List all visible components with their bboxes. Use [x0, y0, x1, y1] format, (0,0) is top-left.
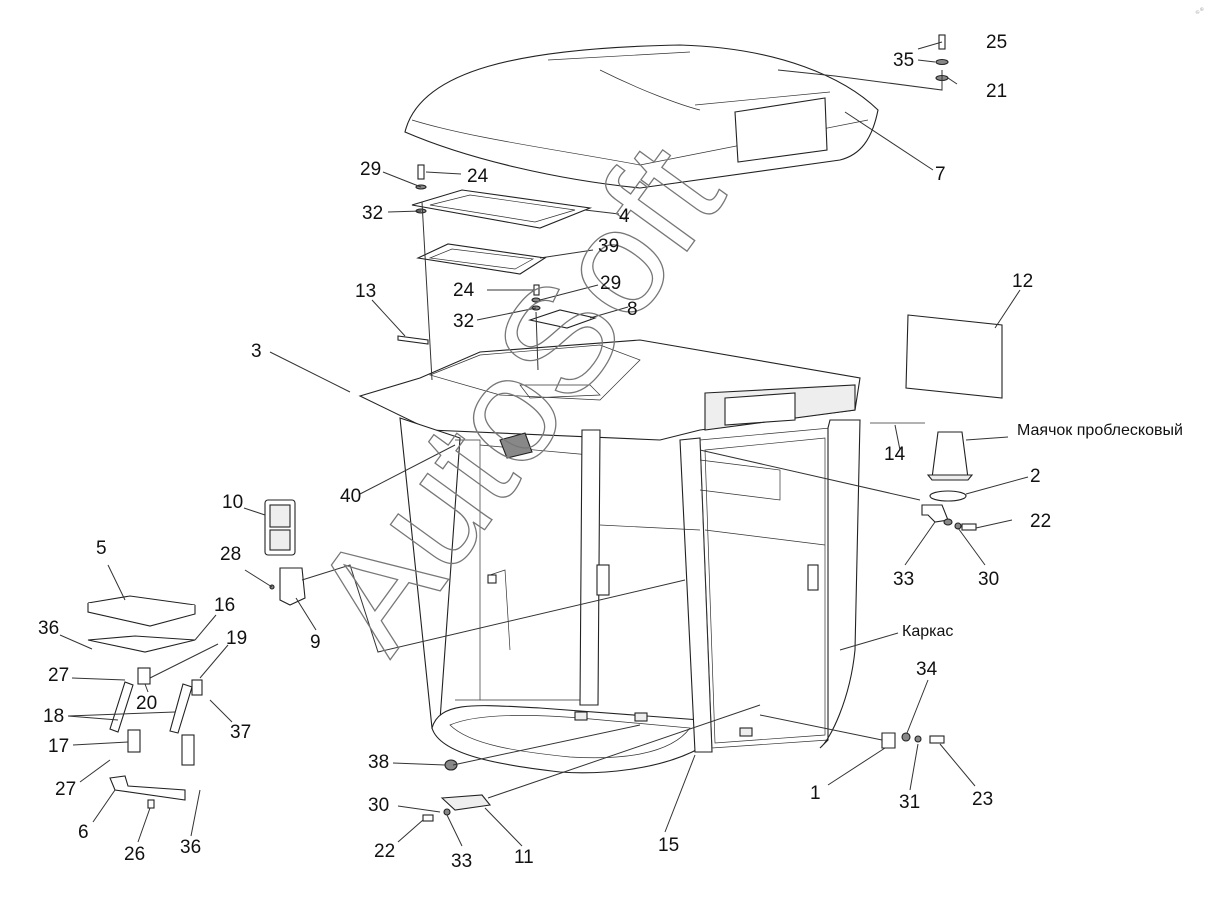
- part-label-13: 13: [355, 281, 376, 302]
- part-label-9: 9: [310, 632, 321, 653]
- part-label-31: 31: [899, 792, 920, 813]
- base-plate-part-6: [109, 775, 186, 801]
- part-label-18: 18: [43, 706, 64, 727]
- part-label-10: 10: [222, 492, 243, 513]
- leader-lines: [59, 41, 1029, 847]
- part-label-36-left: 36: [38, 618, 59, 639]
- part-label-34: 34: [916, 659, 938, 680]
- screw-part-26: [147, 799, 155, 809]
- part-label-11: 11: [514, 847, 534, 868]
- part-label-6: 6: [78, 822, 89, 843]
- part-label-4: 4: [619, 206, 630, 227]
- bracket-part-17: [127, 729, 141, 753]
- part-label-8: 8: [627, 299, 638, 320]
- cover-part-11: [440, 794, 492, 811]
- part-label-17: 17: [48, 736, 69, 757]
- part-label-14: 14: [884, 444, 906, 465]
- plate-part-8: [527, 309, 597, 329]
- part-label-35: 35: [893, 50, 914, 71]
- part-label-7: 7: [935, 164, 946, 185]
- roof-part-7: [404, 44, 879, 189]
- part-label-29-mid: 29: [600, 273, 621, 294]
- part-label-27-top: 27: [48, 665, 69, 686]
- fasteners-right: [901, 732, 945, 744]
- part-label-27-bottom: 27: [55, 779, 76, 800]
- bolt-part-24-mid: [531, 284, 541, 311]
- part-label-37: 37: [230, 722, 251, 743]
- part-label-25: 25: [986, 32, 1007, 53]
- hatch-seal-part-39: [416, 243, 547, 275]
- part-label-39: 39: [598, 236, 619, 257]
- part-label-22-bottom: 22: [374, 841, 395, 862]
- bracket-part-17b: [181, 734, 195, 766]
- rod-part-13: [397, 335, 429, 345]
- part-label-28: 28: [220, 544, 241, 565]
- part-label-3: 3: [251, 341, 262, 362]
- window-panel-part-12: [905, 314, 1003, 399]
- part-label-29-top: 29: [360, 159, 381, 180]
- plate-part-16: [87, 635, 196, 653]
- part-label-16: 16: [214, 595, 235, 616]
- bracket-part-33-right: [921, 504, 977, 531]
- frame-label: Каркас: [902, 623, 953, 640]
- part-label-19: 19: [226, 628, 247, 649]
- part-label-30-bottom: 30: [368, 795, 389, 816]
- part-label-33-right: 33: [893, 569, 914, 590]
- part-label-22-right: 22: [1030, 511, 1051, 532]
- fan-part-10: [264, 499, 296, 556]
- part-label-32-top: 32: [362, 203, 383, 224]
- fasteners-bottom: [422, 808, 451, 822]
- part-label-33-bottom: 33: [451, 851, 472, 872]
- part-label-12: 12: [1012, 271, 1033, 292]
- part-label-30-right: 30: [978, 569, 999, 590]
- part-label-24-top: 24: [467, 166, 489, 187]
- beacon: [926, 431, 974, 481]
- arm-part-18-left: [109, 681, 134, 733]
- part-label-5: 5: [96, 538, 107, 559]
- bracket-part-20: [137, 667, 151, 685]
- beacon-bracket-part-2: [929, 490, 967, 502]
- part-label-1: 1: [810, 783, 821, 804]
- part-label-32-mid: 32: [453, 311, 474, 332]
- part-label-36-bottom: 36: [180, 837, 201, 858]
- part-label-38: 38: [368, 752, 389, 773]
- hatch-panel-part-4: [411, 189, 593, 229]
- part-label-15: 15: [658, 835, 679, 856]
- part-label-26: 26: [124, 844, 145, 865]
- part-labels: 25 35 21 7 29 24 32 4 39 24 29 32 8 13 3…: [38, 32, 1183, 872]
- bolt-part-24-top: [417, 164, 425, 180]
- part-label-2: 2: [1030, 466, 1041, 487]
- arm-part-18-right: [169, 683, 193, 734]
- tray-part-5: [87, 595, 196, 627]
- corner-mark: © ®: [1194, 5, 1205, 16]
- cab-frame: [358, 339, 896, 774]
- part-label-24-mid: 24: [453, 280, 475, 301]
- part-label-20: 20: [136, 693, 157, 714]
- part-label-21: 21: [986, 81, 1007, 102]
- bracket-part-19: [191, 679, 203, 696]
- part-label-23: 23: [972, 789, 993, 810]
- bracket-part-9: [279, 567, 306, 606]
- beacon-label: Маячок проблесковый: [1017, 422, 1183, 439]
- part-label-40: 40: [340, 486, 361, 507]
